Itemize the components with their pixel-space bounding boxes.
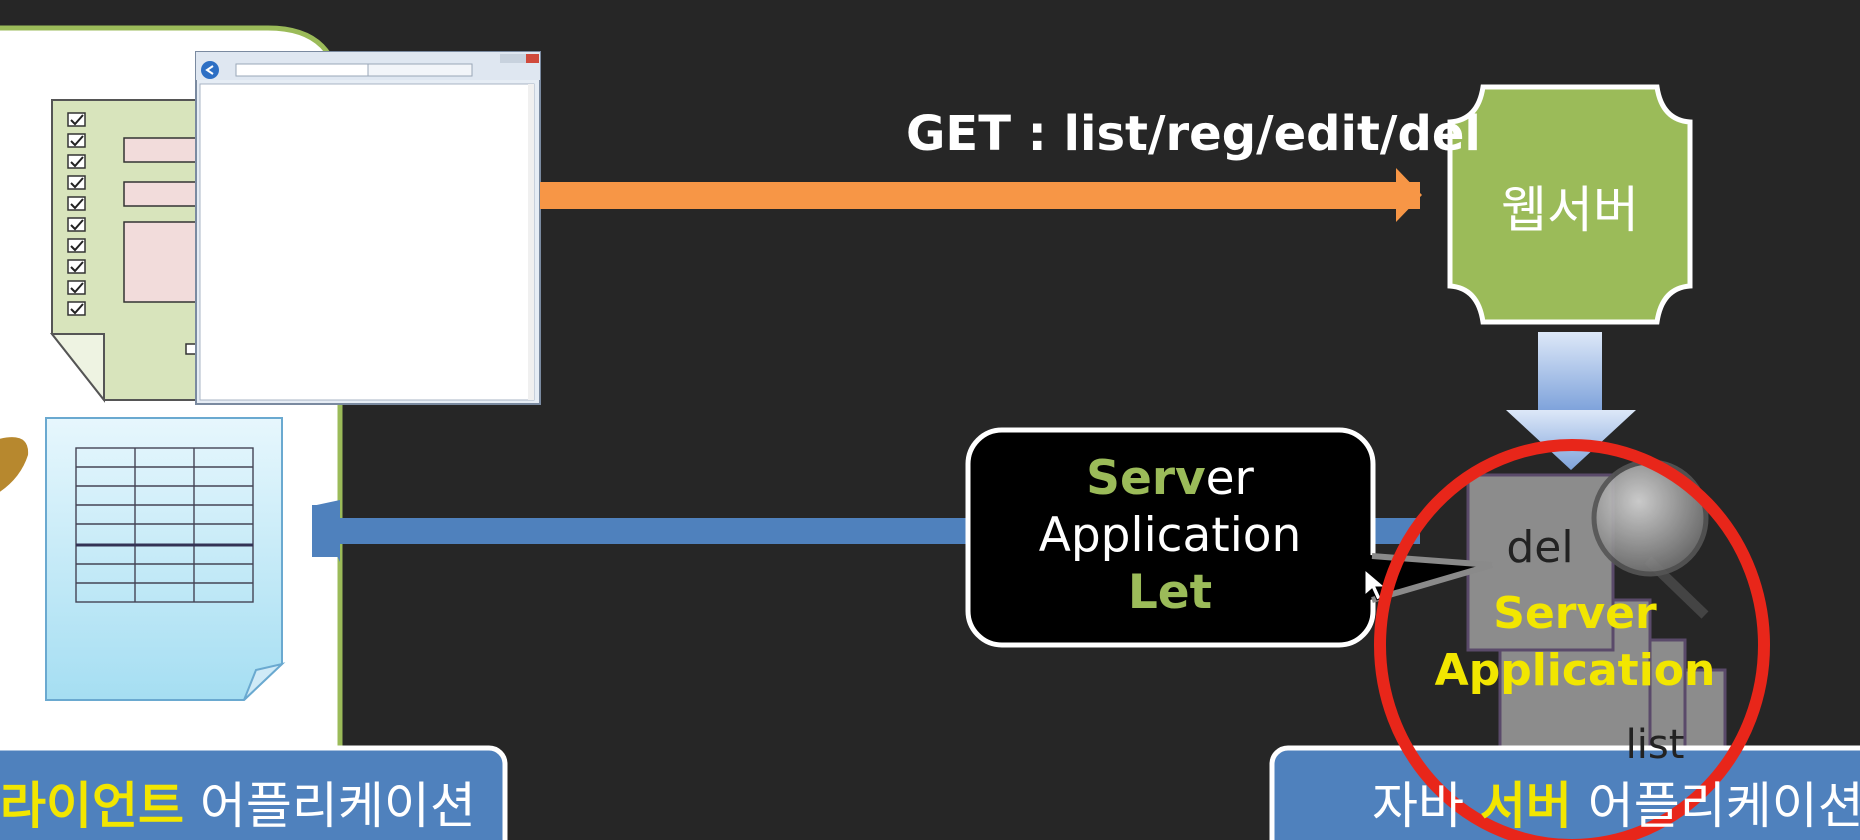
partial-object-icon: [0, 437, 29, 492]
callout-line-3: Let: [1127, 565, 1213, 620]
callout-text: Server Application Let: [965, 450, 1375, 621]
callout-line-1-rest: er: [1205, 451, 1254, 506]
server-banner-highlight: 서버: [1479, 777, 1572, 835]
web-server-node: [1447, 84, 1693, 325]
client-banner-text: 라이언트 어플리케이션: [0, 766, 480, 838]
client-banner: [0, 745, 508, 840]
callout-line-1-highlight: Serv: [1086, 451, 1206, 506]
server-application-label: Server Application: [1425, 585, 1725, 699]
maximize-icon: [513, 54, 526, 63]
web-server-label: 웹서버: [1501, 181, 1639, 239]
server-application-line-1: Server: [1493, 588, 1657, 639]
server-banner-rest: 어플리케이션: [1571, 777, 1860, 835]
server-banner-text: 자바 서버 어플리케이션: [1372, 766, 1860, 838]
close-icon: [526, 54, 539, 63]
table-document-icon: [45, 417, 286, 701]
down-arrow: [1506, 332, 1636, 470]
request-arrow: [540, 168, 1422, 222]
browser-window-icon: [195, 51, 541, 405]
del-page-label: del: [1506, 522, 1574, 573]
request-label: GET : list/reg/edit/del: [906, 106, 1481, 162]
minimize-icon: [500, 54, 513, 63]
callout-line-1: Server: [965, 450, 1375, 507]
list-page-label: list: [1625, 722, 1685, 768]
client-banner-rest: 어플리케이션: [184, 777, 476, 835]
callout-line-2: Application: [1038, 508, 1302, 563]
browser-viewport: [199, 83, 535, 401]
browser-tab: [367, 63, 473, 77]
form-document-icon: [49, 99, 205, 403]
server-banner-prefix: 자바: [1372, 777, 1480, 835]
address-bar: [235, 63, 371, 77]
server-application-line-2: Application: [1434, 645, 1716, 696]
client-banner-highlight: 라이언트: [0, 777, 184, 835]
back-icon: [201, 61, 219, 79]
